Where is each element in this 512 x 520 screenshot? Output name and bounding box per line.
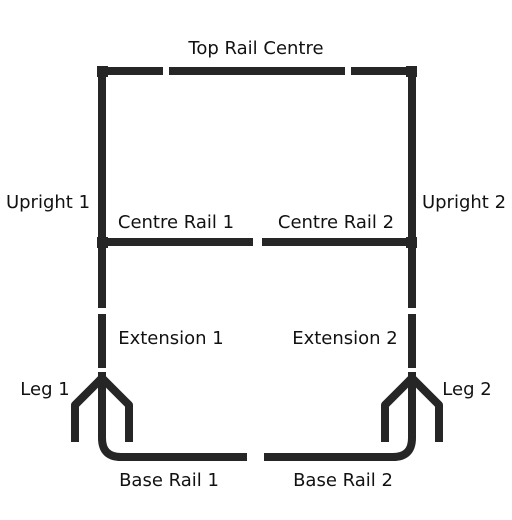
label-base-rail-1: Base Rail 1 [119,470,219,491]
label-base-rail-2: Base Rail 2 [293,470,393,491]
label-upright-2: Upright 2 [422,192,506,213]
label-centre-rail-1: Centre Rail 1 [118,212,234,233]
label-leg-2: Leg 2 [442,379,491,400]
centre-left-joint [97,237,108,248]
label-centre-rail-2: Centre Rail 2 [278,212,394,233]
leg-2-tube [264,372,443,461]
label-extension-2: Extension 2 [292,328,398,349]
leg-1-tube [71,372,247,461]
label-leg-1: Leg 1 [20,379,69,400]
label-top-rail-centre: Top Rail Centre [187,38,323,59]
label-upright-1: Upright 1 [6,192,90,213]
centre-right-joint [406,237,417,248]
label-extension-1: Extension 1 [118,328,224,349]
top-right-corner-joint [406,66,417,77]
top-left-corner-joint [97,66,108,77]
